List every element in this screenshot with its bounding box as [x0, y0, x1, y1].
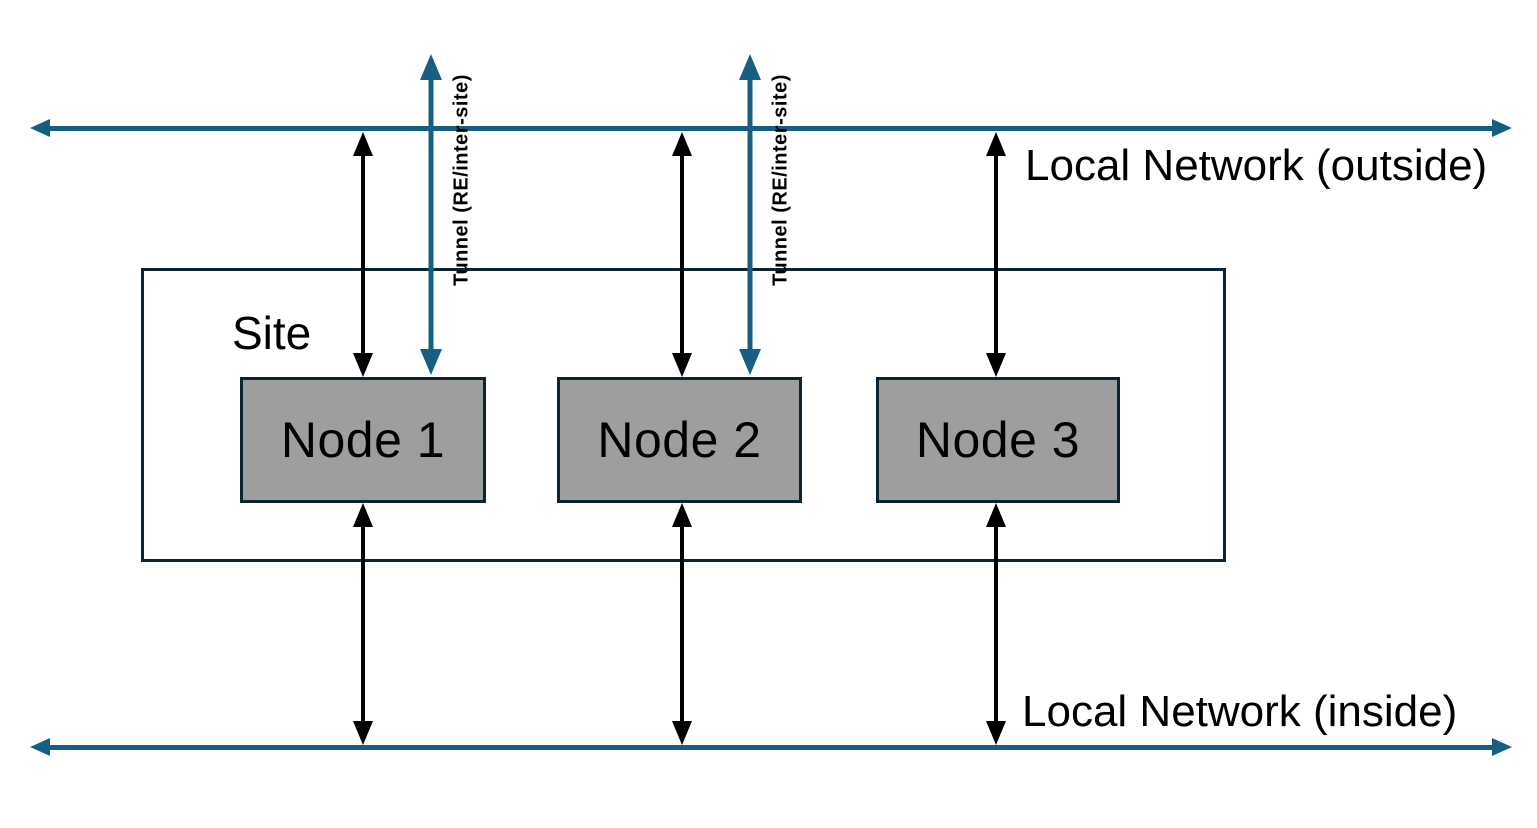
arrowhead-up-icon	[986, 132, 1006, 156]
outside-network-line	[48, 126, 1494, 131]
node-2-box: Node 2	[557, 377, 802, 503]
outside-network-label: Local Network (outside)	[1025, 141, 1488, 190]
node-3-outside-link-arrow	[986, 132, 1006, 377]
arrowhead-up-icon	[672, 503, 692, 527]
inside-right-arrowhead-icon	[1492, 738, 1512, 756]
arrowhead-down-icon	[420, 349, 442, 375]
arrowhead-down-icon	[986, 353, 1006, 377]
node-3-inside-link-arrow	[986, 503, 1006, 745]
node-2-outside-link-arrow	[672, 132, 692, 377]
arrowhead-up-icon	[353, 503, 373, 527]
node-2-label: Node 2	[597, 412, 762, 468]
inside-network-label: Local Network (inside)	[1022, 687, 1458, 736]
arrowhead-down-icon	[672, 721, 692, 745]
tunnel-arrow-node-1	[420, 54, 442, 375]
arrowhead-down-icon	[739, 349, 761, 375]
node-1-box: Node 1	[240, 377, 486, 503]
node-2-inside-link-arrow	[672, 503, 692, 745]
arrowhead-down-icon	[353, 721, 373, 745]
inside-left-arrowhead-icon	[30, 738, 50, 756]
node-3-label: Node 3	[915, 412, 1081, 468]
arrowhead-up-icon	[986, 503, 1006, 527]
arrowhead-up-icon	[672, 132, 692, 156]
arrowhead-up-icon	[420, 54, 442, 80]
inside-network-line	[48, 745, 1494, 750]
arrowhead-down-icon	[672, 353, 692, 377]
node-1-inside-link-arrow	[353, 503, 373, 745]
arrowhead-up-icon	[739, 54, 761, 80]
node-3-box: Node 3	[876, 377, 1120, 503]
node-1-outside-link-arrow	[353, 132, 373, 377]
arrowhead-up-icon	[353, 132, 373, 156]
arrowhead-down-icon	[353, 353, 373, 377]
tunnel-arrow-node-2	[739, 54, 761, 375]
outside-left-arrowhead-icon	[30, 119, 50, 137]
outside-right-arrowhead-icon	[1492, 119, 1512, 137]
site-label: Site	[232, 307, 312, 359]
node-1-label: Node 1	[280, 412, 446, 468]
arrowhead-down-icon	[986, 721, 1006, 745]
